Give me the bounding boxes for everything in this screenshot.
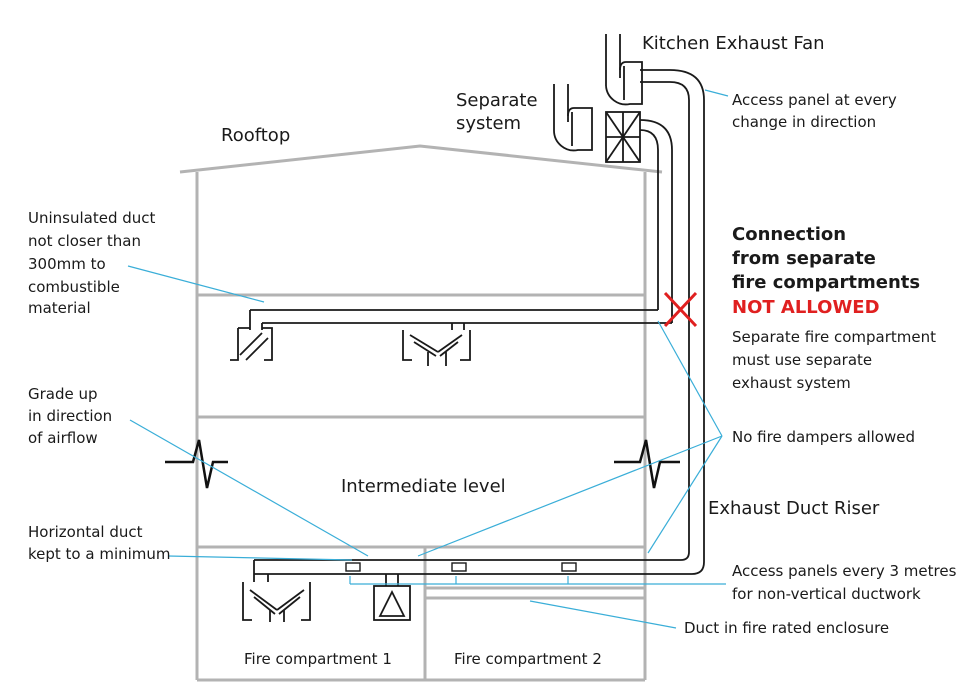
connection-heading-line3: fire compartments: [732, 272, 921, 293]
separate-compartment-note-line3: exhaust system: [732, 374, 851, 392]
upper-level-duct: [230, 309, 672, 366]
separate-system-fan: [553, 84, 593, 152]
uninsulated-note-line2: not closer than: [28, 232, 141, 250]
kitchen-exhaust-fan: [605, 34, 643, 163]
uninsulated-note-line5: material: [28, 299, 91, 317]
separate-compartment-note-line2: must use separate: [732, 351, 873, 369]
not-allowed-cross: [663, 291, 698, 328]
uninsulated-note-line1: Uninsulated duct: [28, 209, 156, 227]
fire-compartment-1-label: Fire compartment 1: [244, 650, 392, 668]
access-panels-3m-note-line1: Access panels every 3 metres: [732, 562, 956, 580]
lower-level-duct: [242, 559, 428, 622]
separate-system-label-line1: Separate: [456, 90, 538, 111]
fire-compartment-2-label: Fire compartment 2: [454, 650, 602, 668]
no-fire-dampers-label: No fire dampers allowed: [732, 428, 915, 446]
connection-heading-line2: from separate: [732, 248, 876, 269]
building-outline: [179, 144, 663, 682]
separate-compartment-note-line1: Separate fire compartment: [732, 328, 937, 346]
kitchen-exhaust-fan-label: Kitchen Exhaust Fan: [642, 33, 825, 54]
break-symbol-left: [165, 439, 228, 489]
intermediate-level-label: Intermediate level: [341, 476, 506, 497]
exhaust-duct-riser: [428, 69, 705, 575]
duct-enclosure-label: Duct in fire rated enclosure: [684, 619, 890, 637]
separate-system-label-line2: system: [456, 113, 522, 134]
access-panel-note-line1: Access panel at every: [732, 91, 897, 109]
not-allowed-label: NOT ALLOWED: [732, 297, 880, 318]
access-panels-3m-note-line2: for non-vertical ductwork: [732, 585, 921, 603]
access-panels: [345, 562, 577, 572]
grade-up-note-line1: Grade up: [28, 385, 98, 403]
rooftop-label: Rooftop: [221, 125, 291, 146]
access-panel-note-line2: change in direction: [732, 113, 877, 131]
break-symbol-right: [614, 439, 680, 489]
exhaust-duct-riser-label: Exhaust Duct Riser: [708, 498, 880, 519]
grade-up-note-line2: in direction: [28, 407, 113, 425]
connection-heading-line1: Connection: [732, 224, 847, 245]
horizontal-duct-note-line1: Horizontal duct: [28, 523, 143, 541]
horizontal-duct-note-line2: kept to a minimum: [28, 545, 171, 563]
uninsulated-note-line4: combustible: [28, 278, 120, 296]
leader-lines: [127, 89, 729, 629]
uninsulated-note-line3: 300mm to: [28, 255, 106, 273]
grade-up-note-line3: of airflow: [28, 429, 98, 447]
